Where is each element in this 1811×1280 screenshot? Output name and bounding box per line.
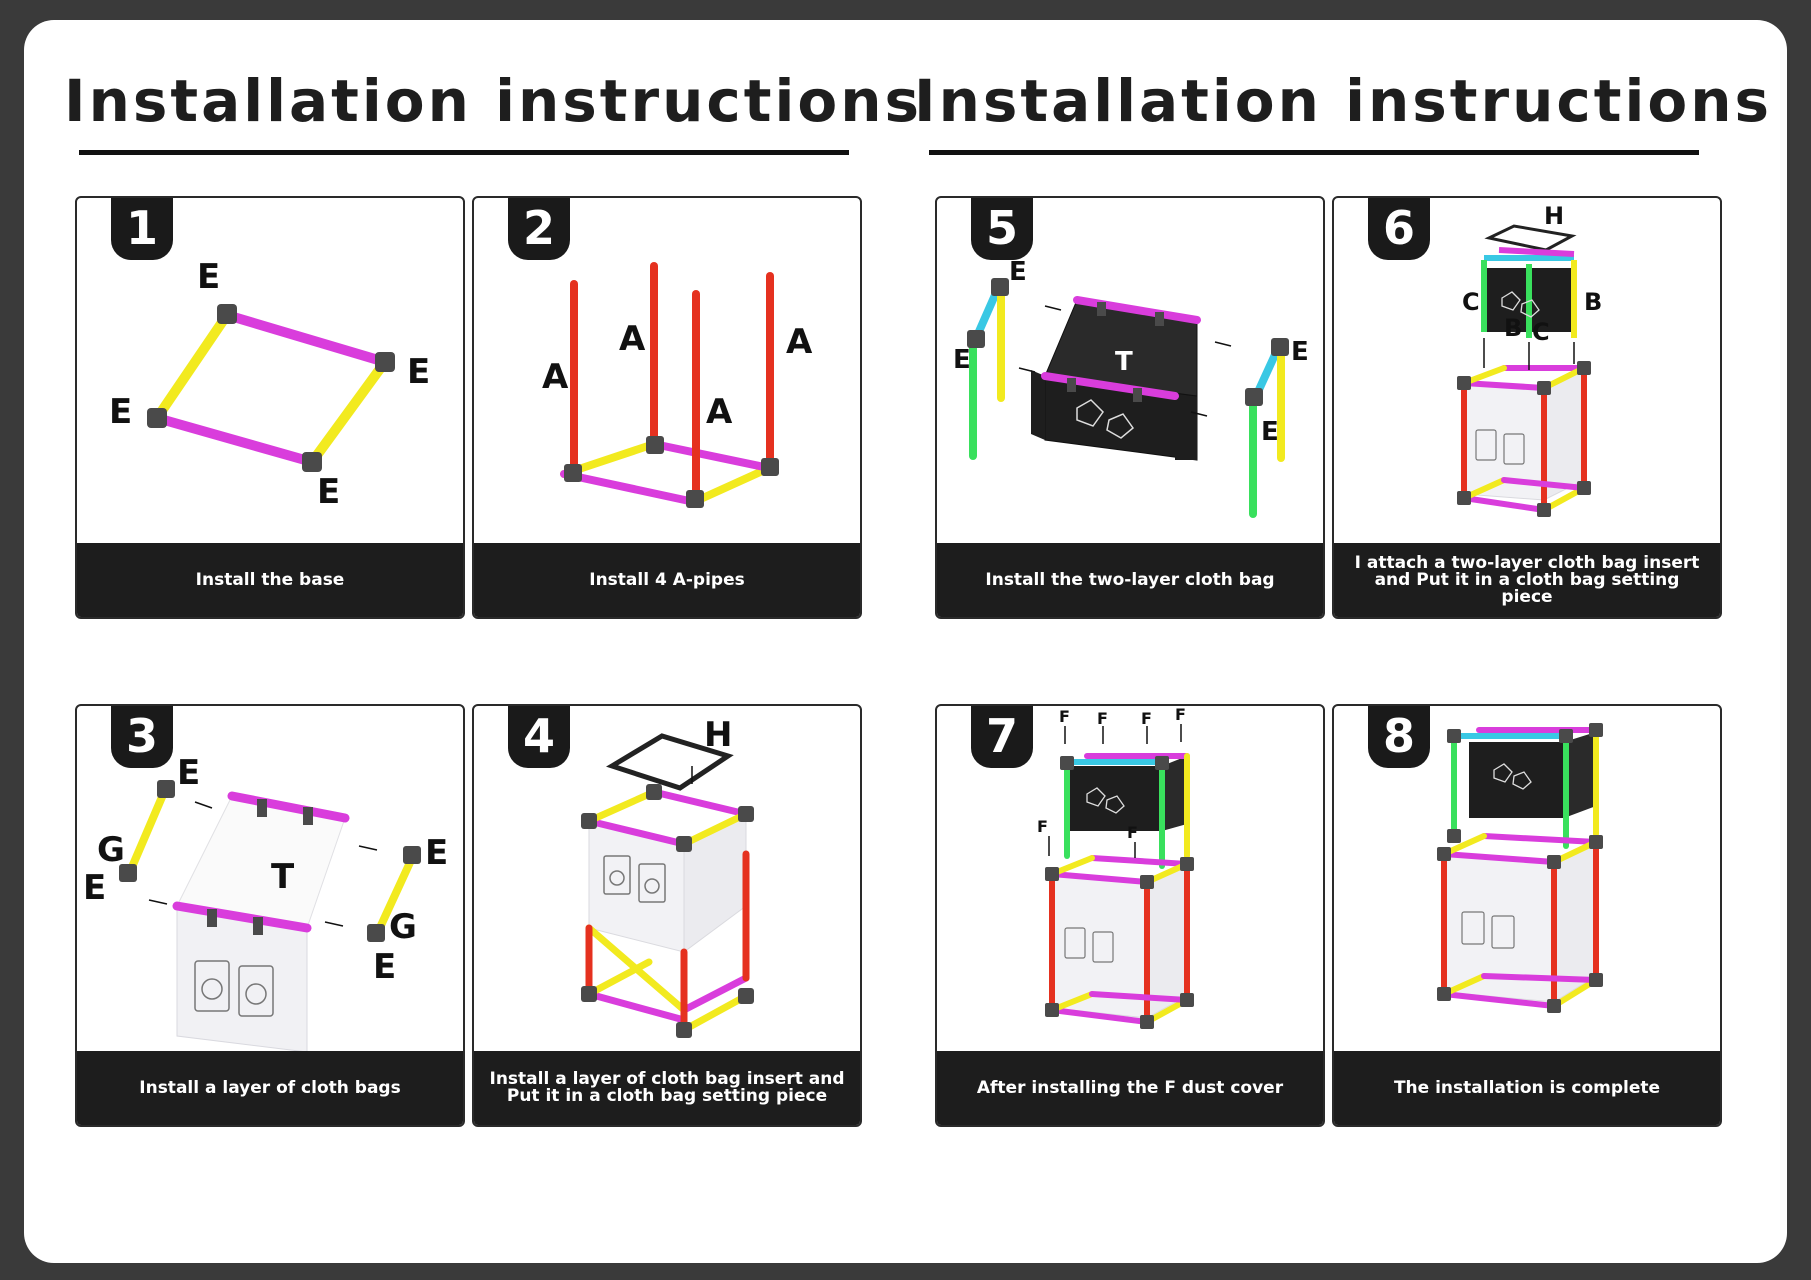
- step-5-label-e3: E: [1291, 337, 1309, 367]
- step-5-label-t: T: [1115, 347, 1133, 377]
- step-7-label-f4: F: [1175, 706, 1186, 724]
- step-8-illustration: [1437, 723, 1603, 1013]
- step-2-illustration: A A A A: [542, 262, 813, 508]
- step-2-label-a1: A: [542, 357, 569, 397]
- step-6-card: H C B B C 6 I attach a two-layer cloth b…: [1332, 196, 1722, 619]
- heading-left: Installation instructions: [64, 66, 923, 166]
- step-7-label-f6: F: [1127, 823, 1138, 842]
- step-7-number: 7: [971, 706, 1033, 768]
- step-7-caption: After installing the F dust cover: [937, 1051, 1323, 1125]
- step-5-label-e4: E: [1261, 417, 1279, 447]
- step-5-caption: Install the two-layer cloth bag: [937, 543, 1323, 617]
- step-1-card: E E E E 1 Install the base: [75, 196, 465, 619]
- step-4-card: H 4 Install a layer of cloth bag insert …: [472, 704, 862, 1127]
- step-4-illustration: H: [581, 715, 754, 1038]
- heading-left-underline: [79, 150, 849, 155]
- instruction-sheet: Installation instructions Installation i…: [24, 20, 1787, 1263]
- step-5-label-e2: E: [953, 345, 971, 375]
- step-5-number: 5: [971, 198, 1033, 260]
- step-6-caption: I attach a two-layer cloth bag insert an…: [1334, 543, 1720, 617]
- step-4-caption: Install a layer of cloth bag insert and …: [474, 1051, 860, 1125]
- step-2-label-a3: A: [706, 392, 733, 432]
- step-1-label-e2: E: [407, 352, 430, 392]
- step-3-label-e4: E: [373, 947, 396, 987]
- step-5-illustration: E E E E T: [953, 257, 1309, 518]
- step-8-number: 8: [1368, 706, 1430, 768]
- step-3-label-t: T: [271, 857, 295, 897]
- heading-left-text: Installation instructions: [64, 67, 923, 135]
- heading-right: Installation instructions: [914, 66, 1773, 166]
- step-6-label-h: H: [1544, 202, 1564, 230]
- step-6-label-c1: C: [1462, 288, 1480, 316]
- step-7-label-f3: F: [1141, 709, 1152, 728]
- step-6-number: 6: [1368, 198, 1430, 260]
- step-7-illustration: F F F F F F: [1037, 706, 1194, 1029]
- step-3-illustration: E G E T E G E: [83, 753, 448, 1051]
- step-2-label-a2: A: [619, 319, 646, 359]
- step-1-label-e3: E: [109, 392, 132, 432]
- step-3-number: 3: [111, 706, 173, 768]
- step-1-label-e4: E: [317, 472, 340, 512]
- step-3-label-e2: E: [83, 868, 106, 908]
- step-3-label-e1: E: [177, 753, 200, 793]
- step-4-label-h: H: [704, 715, 732, 755]
- heading-right-underline: [929, 150, 1699, 155]
- step-8-card: 8 The installation is complete: [1332, 704, 1722, 1127]
- step-7-label-f2: F: [1097, 709, 1108, 728]
- step-1-label-e1: E: [197, 257, 220, 297]
- step-8-caption: The installation is complete: [1334, 1051, 1720, 1125]
- step-1-illustration: E E E E: [109, 257, 430, 512]
- step-7-label-f1: F: [1059, 707, 1070, 726]
- step-1-number: 1: [111, 198, 173, 260]
- step-1-caption: Install the base: [77, 543, 463, 617]
- step-3-card: E G E T E G E 3 Install a layer of cloth…: [75, 704, 465, 1127]
- step-3-caption: Install a layer of cloth bags: [77, 1051, 463, 1125]
- step-3-label-g1: G: [97, 830, 125, 870]
- step-4-number: 4: [508, 706, 570, 768]
- step-3-label-e3: E: [425, 833, 448, 873]
- step-5-card: E E E E T 5 Install the two-layer cloth …: [935, 196, 1325, 619]
- step-2-card: A A A A 2 Install 4 A-pipes: [472, 196, 862, 619]
- step-6-label-b2: B: [1504, 314, 1522, 342]
- step-5-label-e1: E: [1009, 257, 1027, 287]
- heading-right-text: Installation instructions: [914, 67, 1773, 135]
- step-2-number: 2: [508, 198, 570, 260]
- step-3-label-g2: G: [389, 907, 417, 947]
- step-6-label-c2: C: [1532, 318, 1550, 346]
- step-7-card: F F F F F F 7 After installing the F dus…: [935, 704, 1325, 1127]
- step-6-illustration: H C B B C: [1457, 202, 1602, 517]
- step-2-label-a4: A: [786, 322, 813, 362]
- step-6-label-b1: B: [1584, 288, 1602, 316]
- step-7-label-f5: F: [1037, 817, 1048, 836]
- step-2-caption: Install 4 A-pipes: [474, 543, 860, 617]
